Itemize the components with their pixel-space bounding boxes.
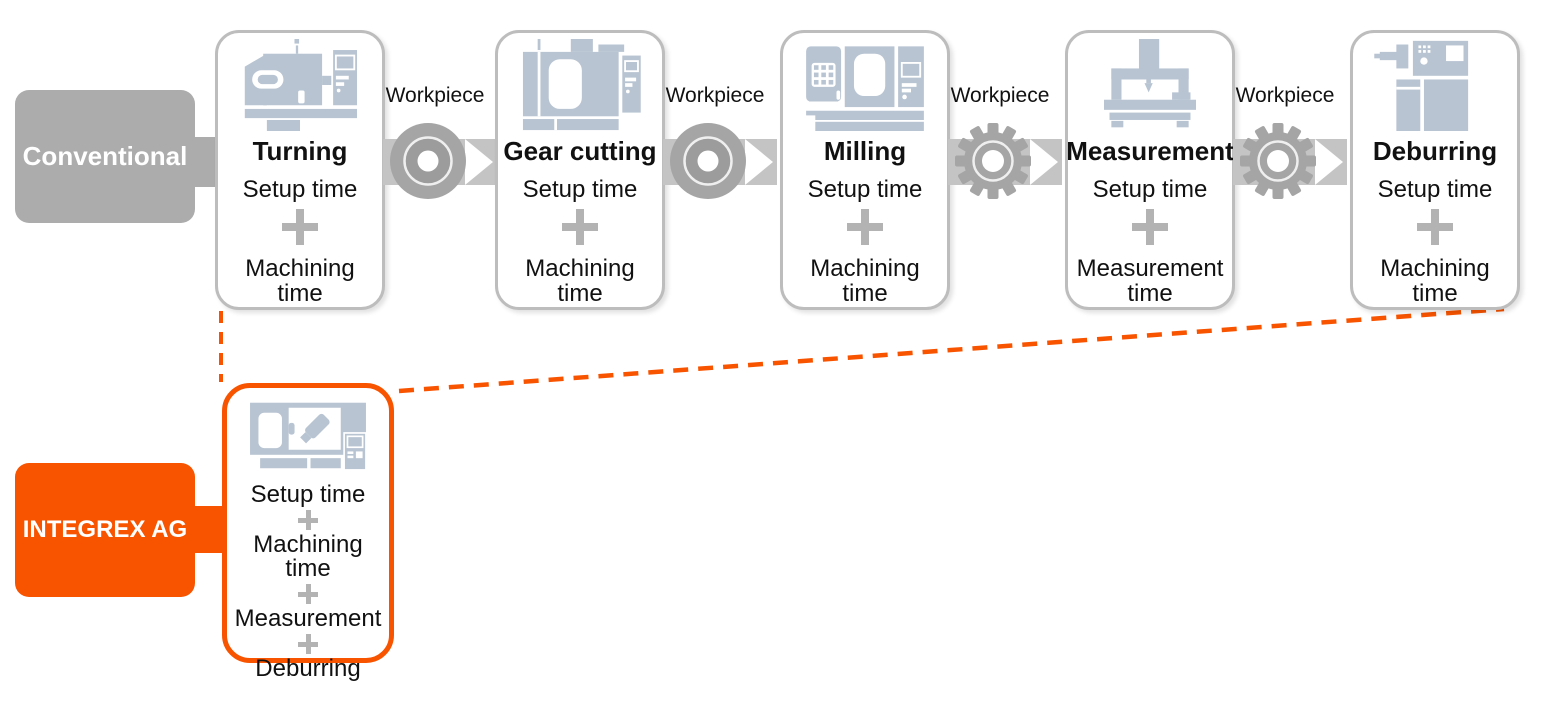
machining-time-text: Machining time (253, 531, 363, 582)
process-card-turning: Turning Setup time Machining time (215, 30, 385, 310)
plus-icon (282, 208, 318, 245)
arrow-right-icon (745, 139, 773, 185)
plus-icon (1417, 208, 1453, 245)
plus-icon (1132, 208, 1168, 245)
workpiece-label: Workpiece (385, 84, 485, 107)
plus-icon (847, 208, 883, 245)
measurement-text: Measurement (234, 605, 382, 632)
round-workpiece-icon (389, 122, 467, 200)
setup-time-text: Setup time (1377, 175, 1493, 203)
process-card-measurement: Measurement Setup time Measurement time (1065, 30, 1235, 310)
measuring-machine-icon (1082, 33, 1218, 131)
plus-icon (298, 584, 318, 604)
conventional-row-label: Conventional (15, 90, 195, 223)
machining-time-text: Machining time (245, 254, 355, 307)
machining-time-text: Machining time (1380, 254, 1490, 307)
gear-cutting-machine-icon (512, 33, 648, 131)
integrex-row-label: INTEGREX AG (15, 463, 195, 597)
integrex-label-connector-tab (190, 506, 224, 553)
arrow-right-icon (1315, 139, 1343, 185)
integrex-label-text: INTEGREX AG (22, 516, 188, 543)
deburring-text: Deburring (255, 655, 361, 682)
card-title: Milling (823, 136, 907, 166)
setup-time-text: Setup time (1092, 175, 1208, 203)
dashed-line-integrex-to-deburring (398, 306, 1505, 394)
round-workpiece-icon (669, 122, 747, 200)
card-title: Turning (252, 136, 348, 166)
workpiece-label: Workpiece (1235, 84, 1335, 107)
arrow-right-icon (1030, 139, 1058, 185)
measurement-time-text: Measurement time (1076, 254, 1224, 307)
plus-icon (298, 634, 318, 654)
card-title: Gear cutting (503, 136, 657, 166)
plus-icon (562, 208, 598, 245)
workpiece-label: Workpiece (950, 84, 1050, 107)
card-title: Deburring (1372, 136, 1498, 166)
setup-time-text: Setup time (250, 481, 366, 508)
setup-time-text: Setup time (807, 175, 923, 203)
workpiece-label: Workpiece (665, 84, 765, 107)
process-card-gear-cutting: Gear cutting Setup time Machining time (495, 30, 665, 310)
machining-time-text: Machining time (525, 254, 635, 307)
arrow-right-icon (465, 139, 493, 185)
deburring-machine-icon (1367, 33, 1503, 131)
gear-workpiece-icon (1239, 122, 1317, 200)
gear-workpiece-icon (954, 122, 1032, 200)
process-card-milling: Milling Setup time Machining time (780, 30, 950, 310)
conventional-label-text: Conventional (22, 141, 188, 171)
milling-machine-icon (797, 33, 933, 131)
machining-time-text: Machining time (810, 254, 920, 307)
integrex-machine-icon (237, 388, 379, 480)
process-card-deburring: Deburring Setup time Machining time (1350, 30, 1520, 310)
setup-time-text: Setup time (522, 175, 638, 203)
lathe-machine-icon (232, 33, 368, 131)
plus-icon (298, 510, 318, 530)
integrex-process-card: Setup time Machining time Measurement De… (222, 383, 394, 681)
card-title: Measurement (1066, 136, 1234, 166)
setup-time-text: Setup time (242, 175, 358, 203)
